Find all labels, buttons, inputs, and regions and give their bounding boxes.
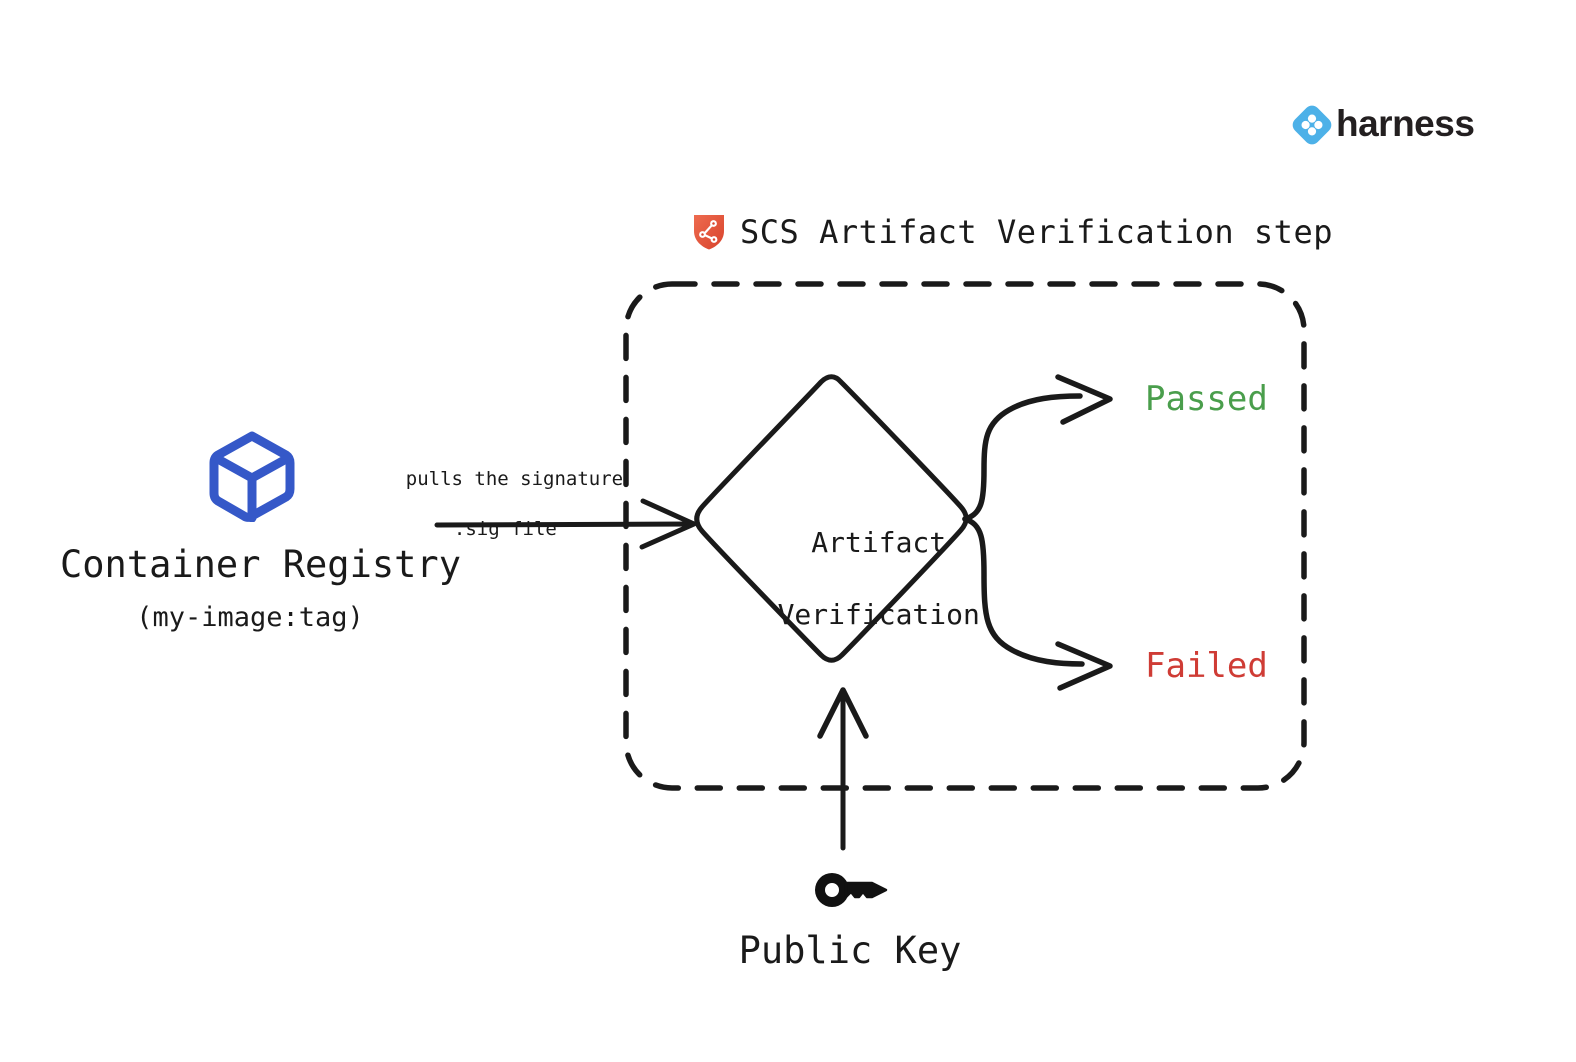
edge-registry-to-decision (434, 521, 695, 528)
edge-passed-arrowhead (1055, 374, 1113, 425)
decision-node-label-line1: Artifact (811, 526, 947, 559)
scs-shield-icon (694, 215, 724, 250)
scs-step-title-label: SCS Artifact Verification step (740, 213, 1333, 251)
brand-logo: harness (1292, 101, 1475, 149)
decision-node-label: Artifact Verification (700, 489, 990, 669)
public-key-icon (815, 873, 888, 907)
edge-registry-to-decision-arrowhead (639, 498, 697, 550)
edge-key-to-decision-arrowhead (817, 687, 869, 739)
decision-diamond-shape (694, 374, 969, 663)
scs-step-title: SCS Artifact Verification step (692, 210, 1333, 254)
outcome-passed-label: Passed (1145, 379, 1268, 419)
registry-node-sublabel: (my-image:tag) (136, 602, 364, 633)
harness-diamond-logo-icon (1292, 105, 1332, 145)
edge-annotation-line2: .sig file (453, 518, 557, 540)
edge-failed-arrowhead (1055, 641, 1113, 691)
edge-annotation-line1: pulls the signature (405, 468, 624, 490)
registry-node-label: Container Registry (60, 543, 461, 586)
edge-annotation-pulls-signature: pulls the signature .sig file (360, 442, 623, 567)
brand-wordmark: harness (1336, 103, 1475, 144)
key-node-label: Public Key (738, 929, 962, 972)
scs-step-boundary (623, 281, 1307, 791)
edge-fork-spine-upper (962, 393, 1083, 522)
edge-fork-spine-lower (962, 516, 1085, 667)
outcome-failed-label: Failed (1145, 646, 1268, 686)
decision-node-label-line2: Verification (777, 598, 980, 631)
container-cube-icon (209, 431, 295, 522)
